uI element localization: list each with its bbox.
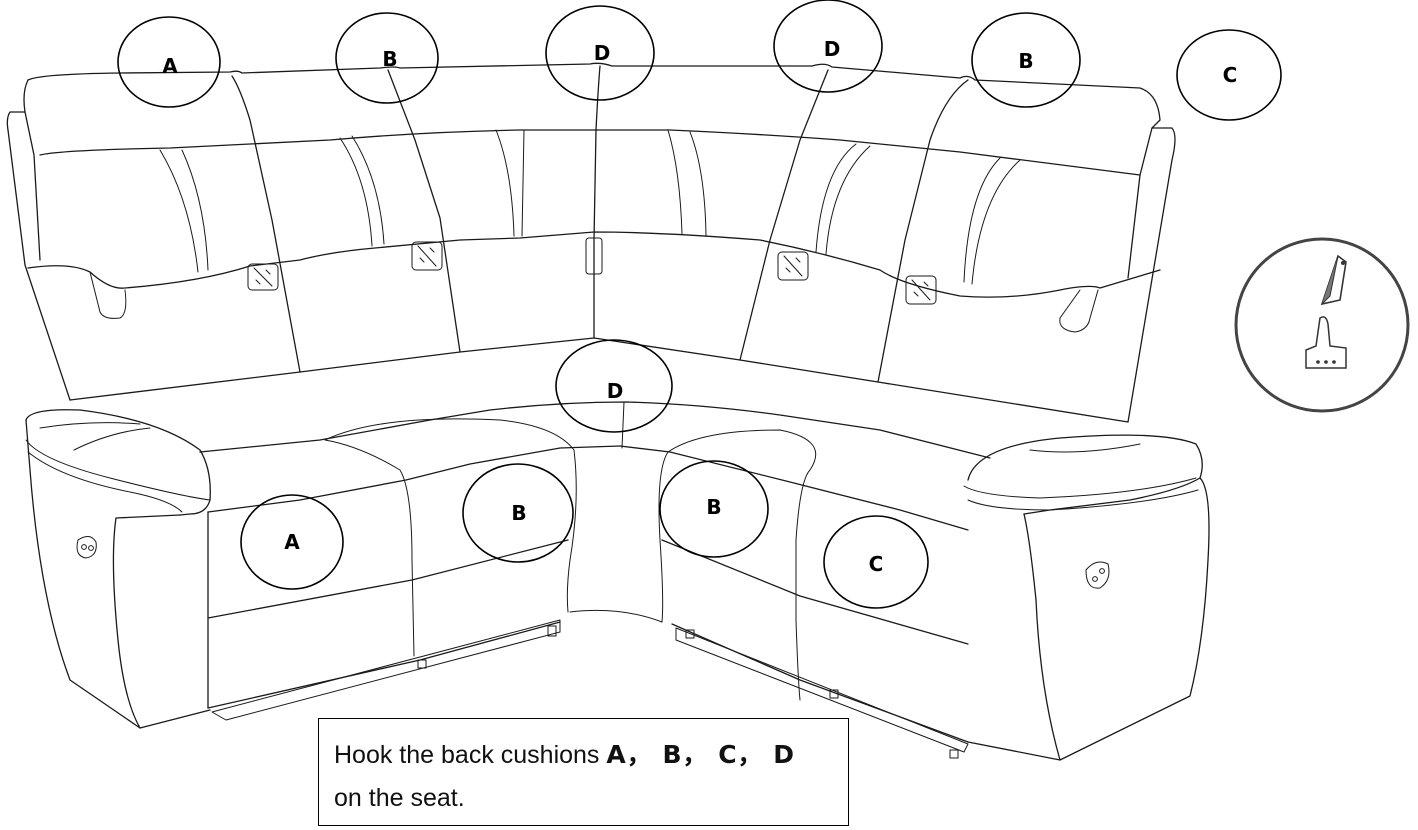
label-seat-d: D [555,339,673,433]
label-text: D [607,379,624,403]
label-text: D [594,41,611,65]
footrest-bar-right [675,627,969,753]
right-armrest-top [967,434,1203,515]
headrest-lower-edge [39,129,1141,176]
hook-tab-d [585,237,603,275]
corner-front [569,609,663,623]
fold-8 [689,131,707,237]
hook-detail-inset [1234,237,1410,413]
back-bottom-right [593,337,1129,423]
right-arm-tab [1059,289,1099,333]
label-back-c: C [1176,29,1282,121]
hook-tab-c [905,275,937,305]
label-back-b-right: B [971,12,1081,108]
fold-6 [521,129,525,237]
back-bottom-left [69,337,595,401]
back-right-inner [1127,127,1153,279]
lumbar-wave [27,231,1161,298]
back-right-side [1127,119,1176,423]
seat-front-edge-left [207,445,621,513]
seat-cushion-div-2 [324,439,415,657]
fold-2 [181,149,209,271]
inset-circle [1234,237,1410,413]
label-seat-b-right: B [659,460,769,558]
left-armrest-seam-1 [39,422,141,429]
seat-top-left [199,401,991,459]
fold-9 [815,143,857,253]
seat-cushion-div-3 [667,429,817,701]
hook-tab-b-left [411,241,443,271]
fold-4 [351,135,385,245]
hook-bracket-icon [1320,254,1347,306]
hook-plate-icon [1305,316,1347,369]
label-seat-b-left: B [462,463,574,563]
seam-d-b [739,69,829,361]
seam-a-b [231,75,301,373]
right-armrest-layer-1 [963,477,1197,499]
fold-7 [667,129,683,235]
label-text: B [382,47,397,71]
fold-3 [339,137,373,247]
hook-tab-a [247,263,279,291]
instruction-line-1: Hook the back cushions A， B， C， D [334,733,832,777]
corner-seam [621,401,625,449]
left-recline-button [76,536,97,559]
instruction-line-2: on the seat. [334,784,465,812]
seat-front-edge-right [619,445,969,531]
left-arm-front [25,419,211,729]
label-back-d-left: D [545,5,655,101]
label-text: B [511,501,526,525]
label-back-b-left: B [335,12,439,104]
left-armrest-top [25,409,211,516]
label-text: C [1223,63,1238,87]
right-armrest-layer-2 [967,489,1199,511]
label-text: D [824,37,841,61]
label-text: C [869,552,884,576]
label-text: B [1018,49,1033,73]
fold-12 [971,159,1021,285]
seat-band-left [207,539,569,619]
back-left-inner [24,111,41,261]
right-arm-front [967,513,1061,761]
hook-tab-b-right [777,251,809,281]
back-left-side [6,79,71,401]
seat-band-right [661,539,969,645]
instruction-note: Hook the back cushions A， B， C， D on the… [318,718,849,826]
left-arm-tab [89,271,127,319]
label-back-a: A [117,16,221,108]
seam-b-c [877,79,969,383]
right-armrest-seam [1029,443,1141,453]
left-arm-inner [112,514,181,729]
back-cushion-assembly [6,62,1176,423]
label-text: B [706,495,721,519]
right-arm-side [1059,477,1210,761]
seat-assembly [25,401,1210,761]
left-armrest-seam-2 [73,427,151,451]
seam-d-center [593,65,601,339]
footrest-bar-left [211,619,561,721]
left-armrest-layer-1 [25,439,211,501]
right-recline-button [1085,561,1110,589]
left-armrest-layer-2 [27,451,183,513]
label-back-d-right: D [773,0,883,93]
seam-b-d [387,69,461,353]
back-top-edge [27,62,1161,121]
label-text: A [284,530,300,554]
label-circles: A B D D B C D A [117,0,1282,609]
seat-bottom-left [207,621,561,709]
instruction-letters: A， B， C， D [606,740,796,769]
fold-5 [495,129,515,237]
instruction-prefix: Hook the back cushions [334,741,607,769]
label-text: A [162,54,178,78]
label-seat-c: C [823,515,929,609]
hook-tabs [247,237,937,305]
fold-10 [825,145,871,255]
seat-cushion-div-4 [658,451,669,623]
seat-cushion-div-1 [324,418,577,613]
fold-11 [963,157,1001,283]
label-seat-a: A [240,494,344,590]
fold-1 [159,149,199,273]
